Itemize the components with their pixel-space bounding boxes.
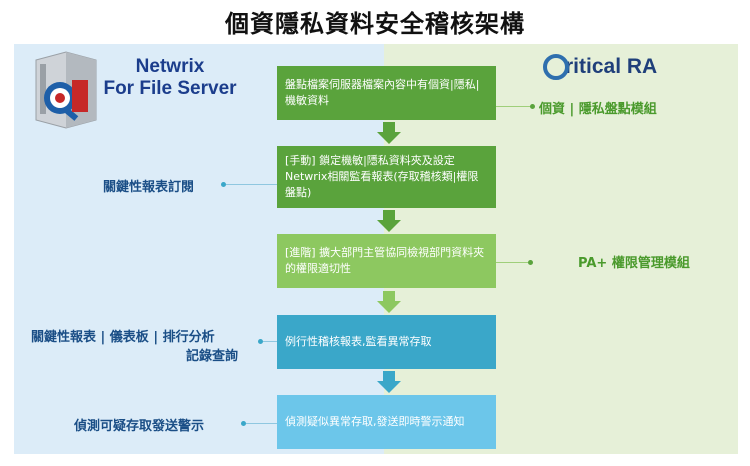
label-permission-module: PA+ 權限管理模組 bbox=[578, 256, 690, 271]
connector-dot bbox=[221, 182, 226, 187]
diagram-title: 個資隱私資料安全稽核架構 bbox=[225, 10, 525, 38]
step-3-text: [進階] 擴大部門主管協同檢視部門資料夾的權限適切性 bbox=[285, 246, 485, 275]
step-1-box: 盤點檔案伺服器檔案內容中有個資|隱私|機敏資料 bbox=[277, 66, 496, 120]
critical-ra-name: ritical RA bbox=[565, 55, 658, 78]
step-4-text: 例行性稽核報表,監看異常存取 bbox=[285, 335, 432, 348]
label-pii-inventory-module: 個資 | 隱私盤點模組 bbox=[539, 102, 657, 117]
connector-line bbox=[226, 184, 277, 185]
step-5-box: 偵測疑似異常存取,發送即時警示通知 bbox=[277, 395, 496, 449]
step-1-text: 盤點檔案伺服器檔案內容中有個資|隱私|機敏資料 bbox=[285, 78, 480, 107]
down-arrow-icon bbox=[377, 122, 401, 144]
connector-dot bbox=[241, 421, 246, 426]
down-arrow-icon bbox=[377, 371, 401, 393]
connector-dot bbox=[528, 260, 533, 265]
netwrix-product-name: Netwrix For File Server bbox=[90, 56, 250, 100]
connector-dot bbox=[530, 104, 535, 109]
connector-dot bbox=[258, 339, 263, 344]
connector-line bbox=[496, 262, 528, 263]
netwrix-name-line1: Netwrix bbox=[135, 56, 205, 77]
netwrix-logo-icon bbox=[35, 51, 97, 129]
critical-ra-logo: ritical RA bbox=[543, 54, 657, 80]
step-4-box: 例行性稽核報表,監看異常存取 bbox=[277, 315, 496, 369]
label-reports-dashboard: 關鍵性報表 | 儀表板 | 排行分析 bbox=[31, 330, 215, 345]
step-2-box: [手動] 鎖定機敏|隱私資料夾及設定Netwrix相關監看報表(存取稽核類|權限… bbox=[277, 146, 496, 208]
connector-line bbox=[246, 423, 277, 424]
down-arrow-icon bbox=[377, 210, 401, 232]
connector-line bbox=[496, 106, 530, 107]
down-arrow-icon bbox=[377, 291, 401, 313]
label-log-query: 記錄查詢 bbox=[186, 349, 239, 364]
step-2-text: [手動] 鎖定機敏|隱私資料夾及設定Netwrix相關監看報表(存取稽核類|權限… bbox=[285, 154, 479, 199]
label-report-subscription: 關鍵性報表訂閱 bbox=[103, 180, 195, 195]
connector-line bbox=[263, 341, 277, 342]
step-3-box: [進階] 擴大部門主管協同檢視部門資料夾的權限適切性 bbox=[277, 234, 496, 288]
label-anomaly-alerts: 偵測可疑存取發送警示 bbox=[74, 419, 205, 434]
critical-c-icon bbox=[543, 54, 569, 80]
netwrix-name-line2: For File Server bbox=[103, 78, 237, 99]
step-5-text: 偵測疑似異常存取,發送即時警示通知 bbox=[285, 415, 465, 428]
